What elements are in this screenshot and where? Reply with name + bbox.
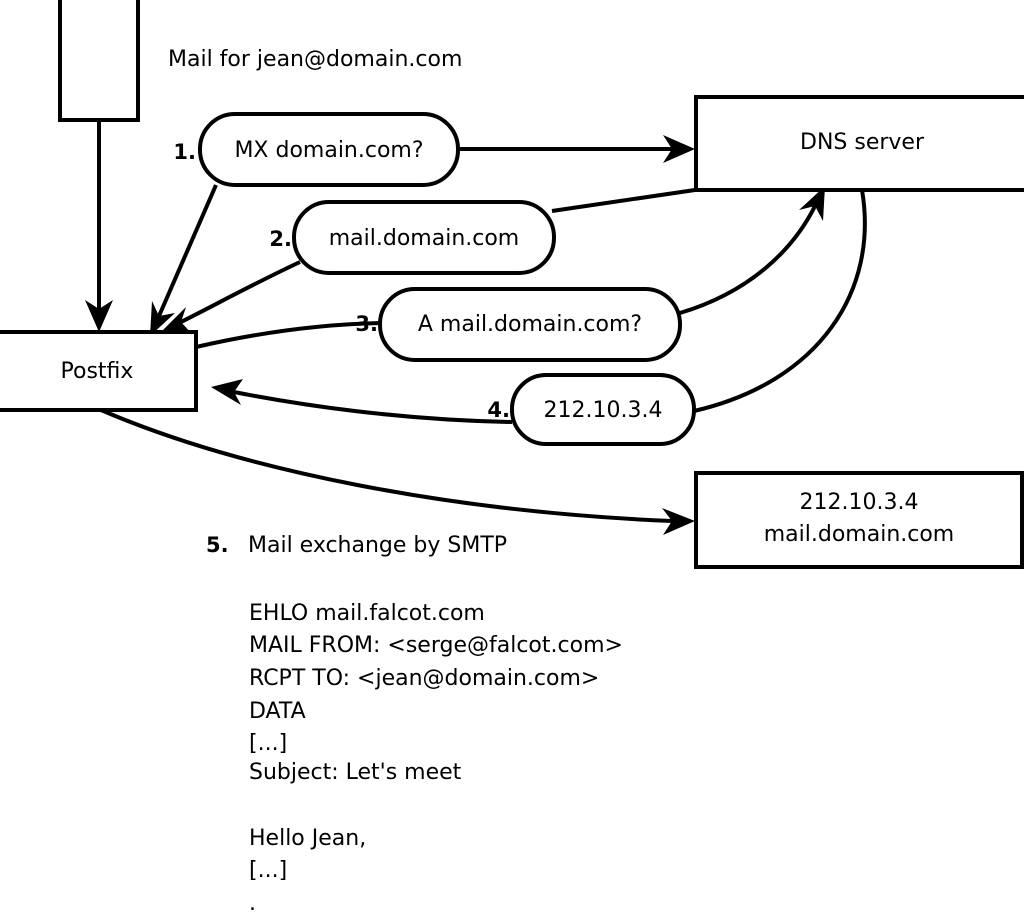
node-dns-server-label: DNS server	[800, 130, 925, 155]
edge-step4-to-postfix	[211, 379, 513, 424]
step-5-label: Mail exchange by SMTP	[248, 533, 507, 558]
transcript-line: Subject: Let's meet	[249, 760, 462, 785]
transcript-line: Hello Jean,	[249, 826, 366, 851]
edge-dns-to-step2	[551, 188, 696, 213]
node-mail-server-ip: 212.10.3.4	[800, 490, 919, 515]
node-postfix-label: Postfix	[61, 359, 134, 384]
step-bubble-2-label: mail.domain.com	[329, 226, 520, 251]
step-bubble-4[interactable]: 212.10.3.4	[510, 373, 696, 446]
edge-dns-to-step4	[693, 189, 867, 413]
transcript-line: DATA	[249, 699, 306, 724]
step-number-3: 3.	[355, 312, 378, 336]
node-dns-server[interactable]: DNS server	[694, 95, 1024, 192]
node-mail-server[interactable]: 212.10.3.4 mail.domain.com	[694, 471, 1024, 569]
transcript-line: [...]	[249, 858, 287, 883]
smtp-transcript: EHLO mail.falcot.com MAIL FROM: <serge@f…	[249, 601, 623, 916]
transcript-line: RCPT TO: <jean@domain.com>	[249, 666, 599, 691]
transcript-line: MAIL FROM: <serge@falcot.com>	[249, 633, 623, 658]
edge-step1-to-dns	[458, 135, 695, 163]
step-number-2: 2.	[269, 227, 292, 251]
transcript-line: .	[249, 891, 256, 916]
transcript-line: EHLO mail.falcot.com	[249, 601, 485, 626]
node-sender-client[interactable]	[58, 0, 140, 122]
edge-postfix-to-step1	[150, 184, 218, 336]
edge-postfix-to-mailserver	[100, 408, 695, 535]
step-bubble-4-label: 212.10.3.4	[544, 398, 663, 423]
step-number-1: 1.	[173, 140, 196, 164]
step-number-5: 5.	[206, 533, 229, 557]
step-bubble-1[interactable]: MX domain.com?	[198, 112, 460, 187]
step-bubble-2[interactable]: mail.domain.com	[292, 200, 556, 275]
edge-step3-to-dns	[679, 186, 825, 315]
node-postfix[interactable]: Postfix	[0, 330, 198, 412]
node-mail-server-host: mail.domain.com	[764, 522, 955, 547]
step-bubble-3[interactable]: A mail.domain.com?	[378, 287, 682, 362]
step-bubble-1-label: MX domain.com?	[234, 138, 423, 163]
step-bubble-3-label: A mail.domain.com?	[418, 312, 642, 337]
edge-client-to-postfix	[85, 122, 113, 332]
edge-step2-to-postfix	[161, 260, 301, 334]
edge-postfix-to-step3	[195, 321, 382, 349]
step-number-4: 4.	[487, 398, 510, 422]
mail-for-note: Mail for jean@domain.com	[168, 47, 462, 72]
transcript-line: [...]	[249, 731, 287, 756]
